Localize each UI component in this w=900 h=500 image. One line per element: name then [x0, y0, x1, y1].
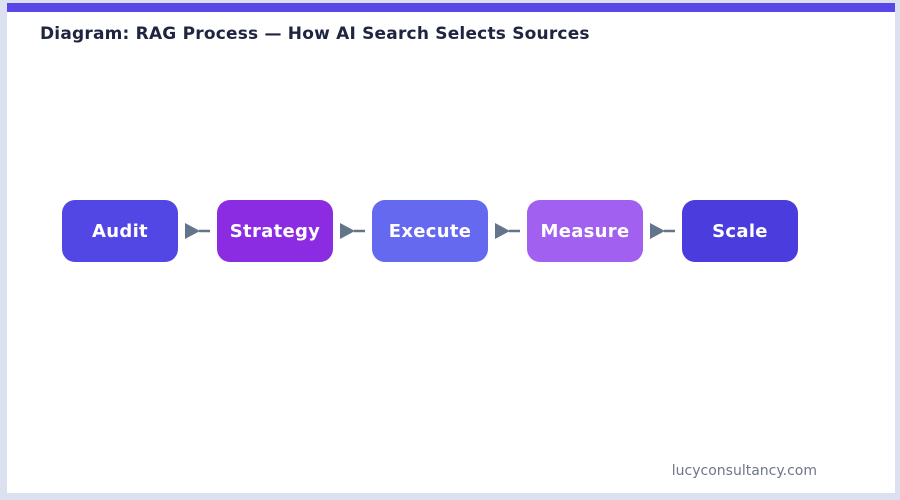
- process-step-audit: Audit: [62, 200, 178, 262]
- process-step-strategy: Strategy: [217, 200, 333, 262]
- process-step-scale: Scale: [682, 200, 798, 262]
- accent-bar: [7, 3, 895, 12]
- process-step-execute: Execute: [372, 200, 488, 262]
- process-flow: Audit Strategy Execute Measure Scale: [62, 200, 798, 262]
- page-title: Diagram: RAG Process — How AI Search Sel…: [40, 24, 590, 44]
- process-step-measure: Measure: [527, 200, 643, 262]
- flow-arrow-icon: [178, 200, 217, 262]
- flow-arrow-icon: [643, 200, 682, 262]
- flow-arrow-icon: [488, 200, 527, 262]
- footer-url: lucyconsultancy.com: [671, 463, 817, 479]
- flow-arrow-icon: [333, 200, 372, 262]
